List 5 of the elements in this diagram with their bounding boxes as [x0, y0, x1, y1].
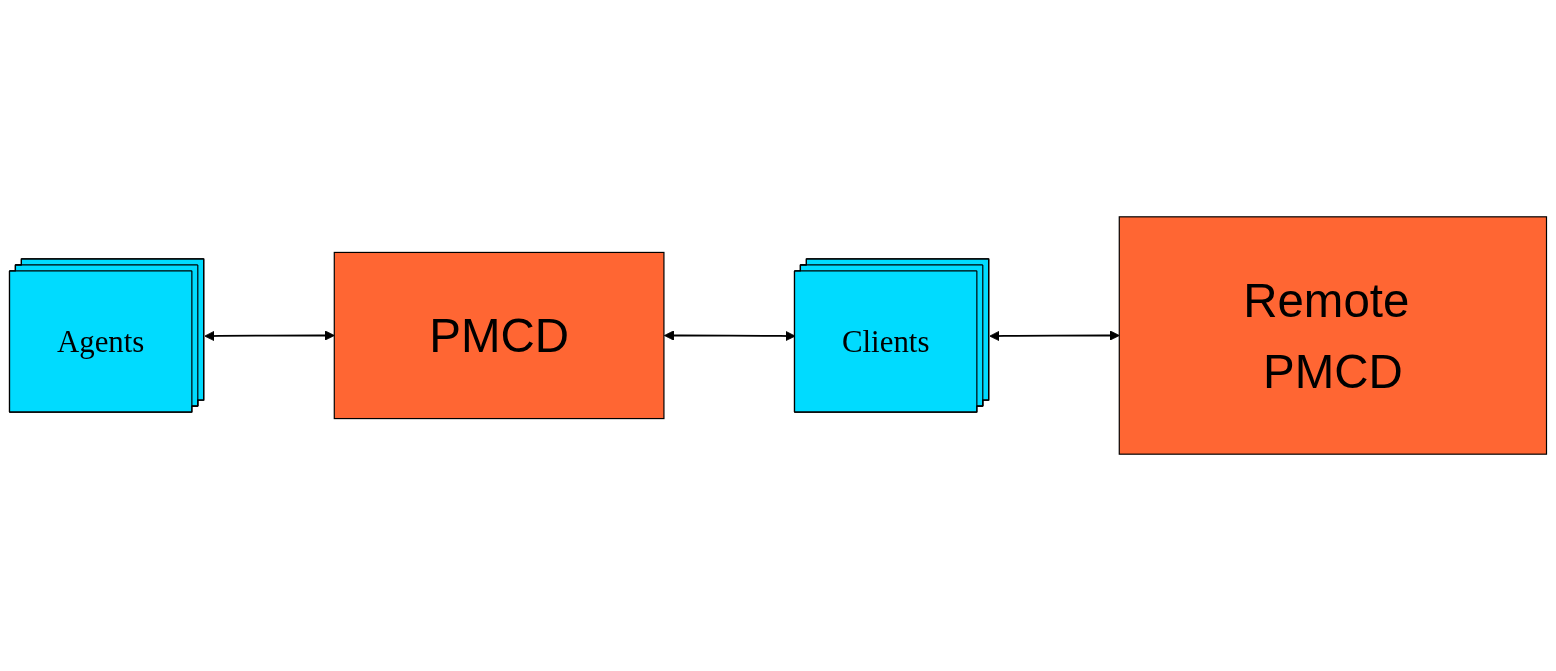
node-box: Remote PMCD	[1118, 216, 1548, 455]
arrow	[663, 330, 796, 342]
arrow	[204, 330, 335, 342]
node-box: PMCD	[333, 251, 665, 420]
arrow	[989, 330, 1120, 342]
